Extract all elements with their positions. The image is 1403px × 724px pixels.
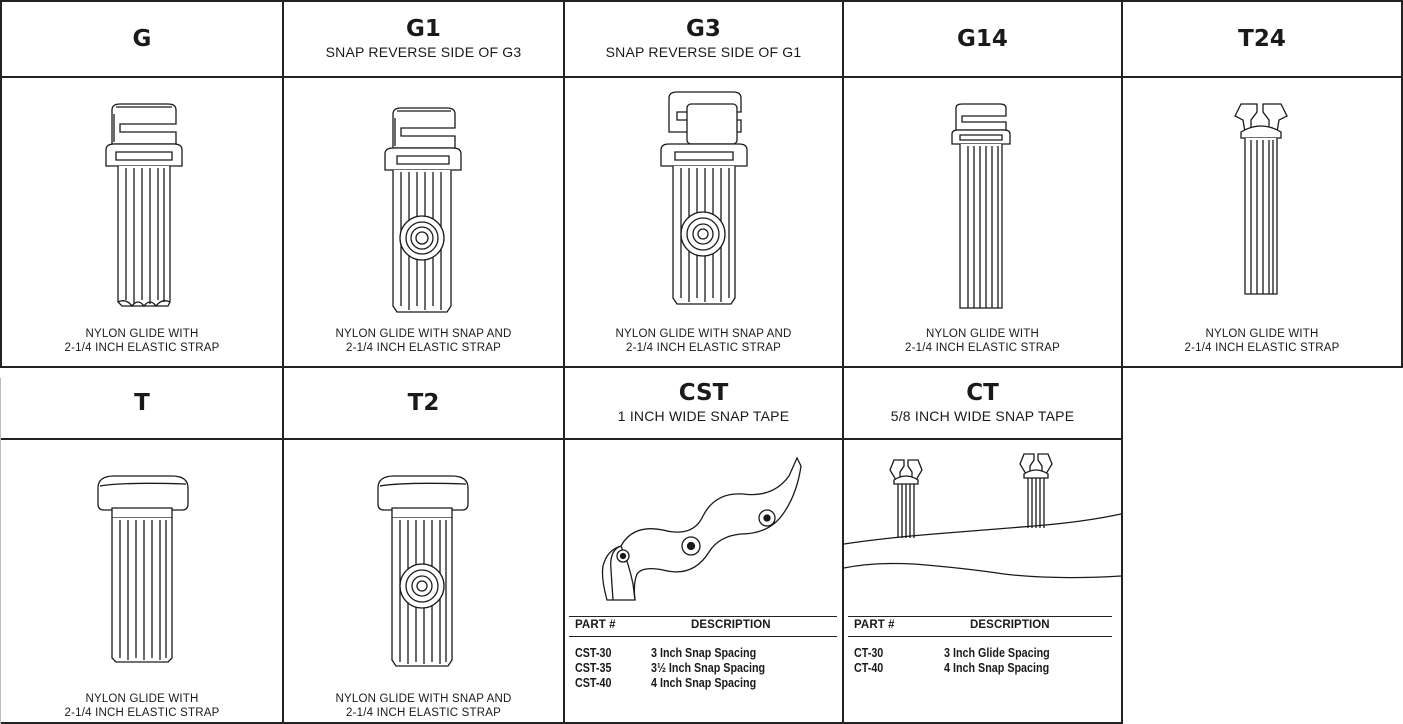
product-cell-t2: NYLON GLIDE WITH SNAP AND 2-1/4 INCH ELA… — [284, 440, 563, 722]
table-cell-description: 4 Inch Snap Spacing — [944, 661, 1050, 675]
product-description: NYLON GLIDE WITH 2-1/4 INCH ELASTIC STRA… — [1184, 328, 1340, 354]
table-rule — [848, 616, 1112, 617]
table-cell-description: 3 Inch Glide Spacing — [944, 646, 1050, 660]
table-cell-part: CST-35 — [575, 661, 612, 675]
glide-with-elastic-strap-icon — [96, 102, 190, 312]
part-table-ct: PART # DESCRIPTION CT-30 3 Inch Glide Sp… — [848, 440, 1116, 722]
part-table-cst: PART # DESCRIPTION CST-30 3 Inch Snap Sp… — [569, 440, 837, 722]
table-header-part: PART # — [854, 619, 895, 631]
product-subtitle: SNAP REVERSE SIDE OF G3 — [325, 44, 522, 60]
product-header-g14: G14 — [844, 2, 1121, 76]
grid-line — [563, 0, 565, 724]
product-code: G — [132, 25, 152, 52]
product-code: CST — [678, 380, 729, 406]
product-header-t2: T2 — [284, 368, 563, 438]
grid-line — [1121, 0, 1123, 724]
narrow-glide-strap-icon — [946, 102, 1016, 314]
grid-line — [282, 0, 284, 724]
product-header-g1: G1 SNAP REVERSE SIDE OF G3 — [284, 2, 563, 76]
grid-line — [0, 0, 2, 366]
glide-with-snap-strap-icon — [377, 106, 469, 318]
product-description: NYLON GLIDE WITH 2-1/4 INCH ELASTIC STRA… — [64, 328, 220, 354]
grid-line — [0, 366, 1403, 368]
product-code: T2 — [407, 389, 440, 416]
product-cell-t: NYLON GLIDE WITH 2-1/4 INCH ELASTIC STRA… — [2, 440, 282, 722]
product-description: NYLON GLIDE WITH 2-1/4 INCH ELASTIC STRA… — [64, 693, 220, 719]
product-description: NYLON GLIDE WITH SNAP AND 2-1/4 INCH ELA… — [615, 328, 792, 354]
product-cell-t24: NYLON GLIDE WITH 2-1/4 INCH ELASTIC STRA… — [1123, 78, 1401, 366]
product-cell-ct: PART # DESCRIPTION CT-30 3 Inch Glide Sp… — [844, 440, 1121, 722]
product-subtitle: 5/8 INCH WIDE SNAP TAPE — [890, 408, 1075, 424]
product-subtitle: SNAP REVERSE SIDE OF G1 — [605, 44, 802, 60]
product-code: CT — [966, 380, 999, 406]
grid-line — [0, 378, 1, 724]
product-cell-g: NYLON GLIDE WITH 2-1/4 INCH ELASTIC STRA… — [2, 78, 282, 366]
snap-tape-icon — [593, 454, 807, 604]
product-code: T — [134, 389, 150, 416]
grid-line — [0, 722, 1123, 724]
t-glide-strap-icon — [1229, 102, 1295, 298]
grid-line — [1401, 0, 1403, 368]
product-code: T24 — [1238, 25, 1286, 52]
glide-tape-icon — [844, 450, 1121, 590]
product-cell-g1: NYLON GLIDE WITH SNAP AND 2-1/4 INCH ELA… — [284, 78, 563, 366]
product-header-ct: CT 5/8 INCH WIDE SNAP TAPE — [844, 368, 1121, 438]
product-code: G14 — [957, 25, 1008, 52]
product-header-g3: G3 SNAP REVERSE SIDE OF G1 — [565, 2, 842, 76]
table-rule — [569, 636, 837, 637]
product-cell-g3: NYLON GLIDE WITH SNAP AND 2-1/4 INCH ELA… — [565, 78, 842, 366]
product-header-t24: T24 — [1123, 2, 1401, 76]
product-cell-g14: NYLON GLIDE WITH 2-1/4 INCH ELASTIC STRA… — [844, 78, 1121, 366]
product-subtitle: 1 INCH WIDE SNAP TAPE — [617, 408, 790, 424]
table-rule — [848, 636, 1112, 637]
product-code: G3 — [686, 16, 721, 42]
product-header-t: T — [2, 368, 282, 438]
table-cell-part: CT-30 — [854, 646, 884, 660]
product-header-g: G — [2, 2, 282, 76]
table-header-description: DESCRIPTION — [970, 619, 1050, 631]
table-header-part: PART # — [575, 619, 616, 631]
table-cell-description: 3½ Inch Snap Spacing — [651, 661, 766, 675]
product-header-cst: CST 1 INCH WIDE SNAP TAPE — [565, 368, 842, 438]
table-cell-part: CT-40 — [854, 661, 884, 675]
glide-with-snap-strap-reverse-icon — [653, 90, 753, 312]
table-cell-part: CST-40 — [575, 676, 612, 690]
grid-line — [0, 76, 1403, 78]
table-header-description: DESCRIPTION — [691, 619, 771, 631]
product-description: NYLON GLIDE WITH 2-1/4 INCH ELASTIC STRA… — [905, 328, 1060, 354]
product-code: G1 — [406, 16, 441, 42]
product-cell-cst: PART # DESCRIPTION CST-30 3 Inch Snap Sp… — [565, 440, 842, 722]
table-cell-description: 3 Inch Snap Spacing — [651, 646, 757, 660]
grid-line — [0, 0, 1403, 2]
grid-line — [842, 0, 844, 724]
product-description: NYLON GLIDE WITH SNAP AND 2-1/4 INCH ELA… — [335, 693, 512, 719]
table-cell-part: CST-30 — [575, 646, 612, 660]
round-top-glide-snap-strap-icon — [374, 474, 472, 668]
product-description: NYLON GLIDE WITH SNAP AND 2-1/4 INCH ELA… — [335, 328, 512, 354]
round-top-glide-strap-icon — [94, 474, 192, 664]
table-rule — [569, 616, 837, 617]
grid-line — [0, 438, 1123, 440]
table-cell-description: 4 Inch Snap Spacing — [651, 676, 757, 690]
